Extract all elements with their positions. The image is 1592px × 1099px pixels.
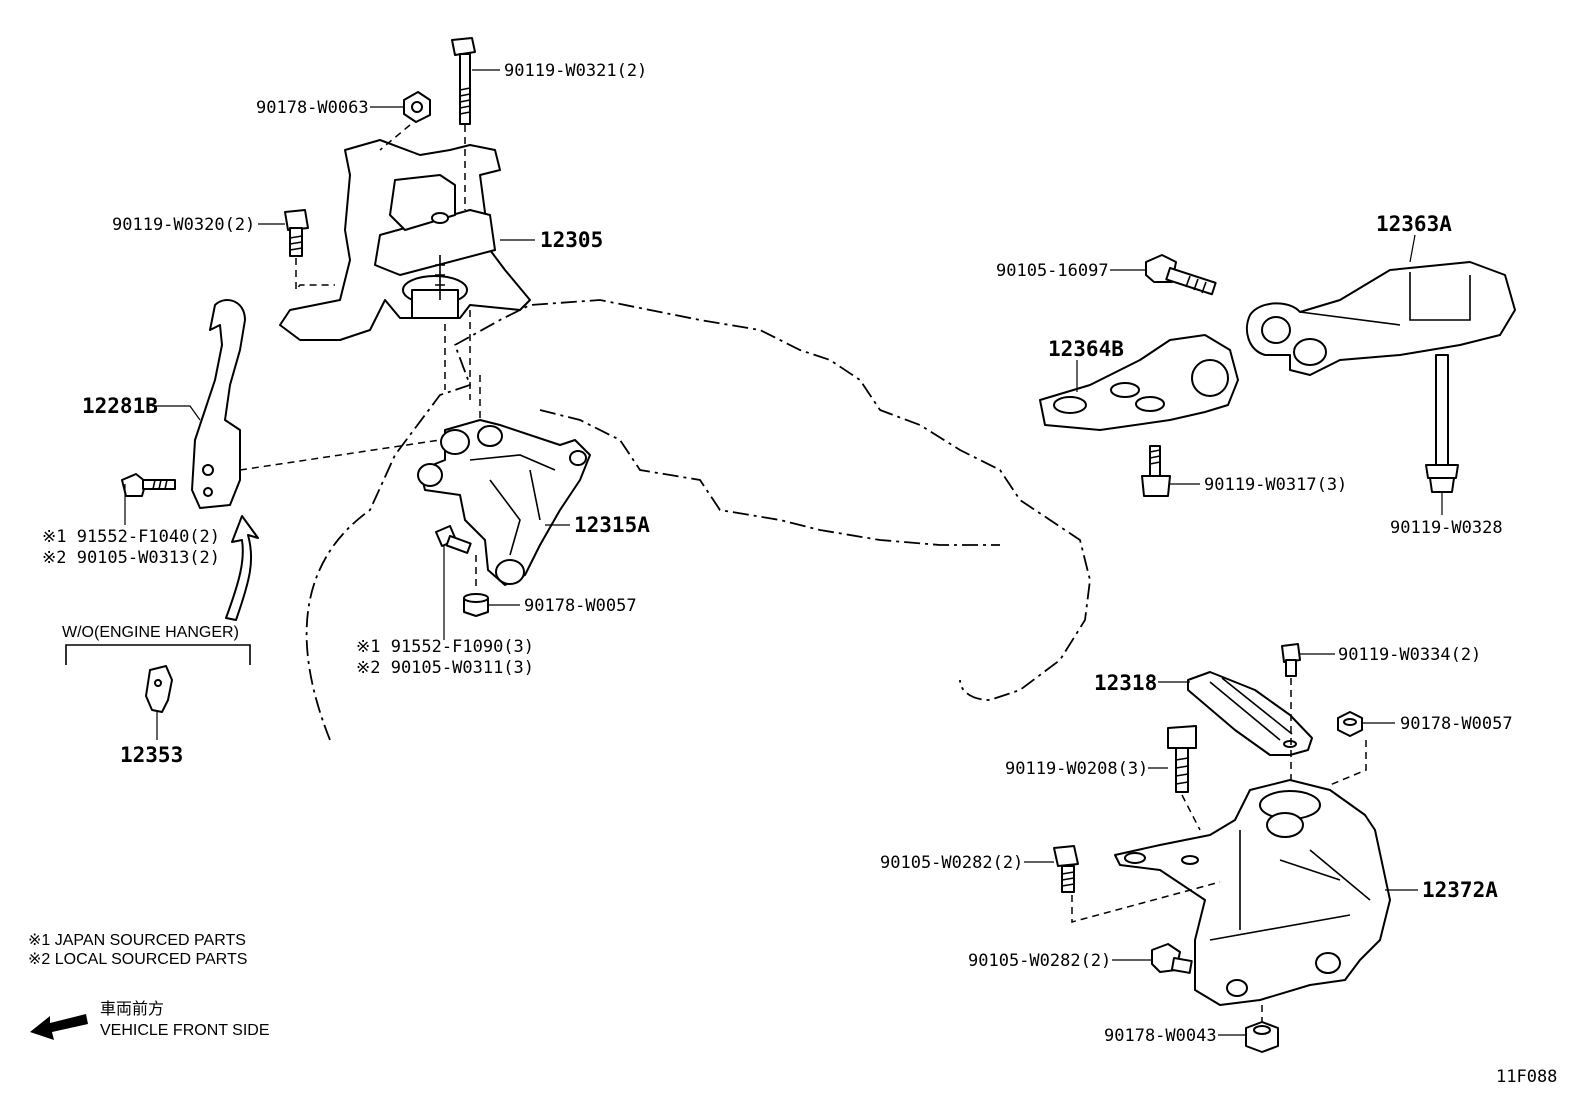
label-w0317: 90119-W0317(3) (1204, 475, 1347, 495)
bolt-f1040[interactable] (121, 473, 176, 497)
bolt-w0334[interactable] (1281, 643, 1301, 677)
bolt-w0282a[interactable] (1053, 845, 1079, 893)
label-w0320: 90119-W0320(2) (112, 215, 255, 235)
label-w0313: ※2 90105-W0313(2) (42, 548, 220, 568)
bolt-f1090[interactable] (435, 525, 472, 554)
mount-12305[interactable] (279, 139, 531, 341)
label-w0334: 90119-W0334(2) (1338, 645, 1481, 665)
label-16097: 90105-16097 (996, 261, 1109, 281)
front-arrow-icon (30, 1014, 88, 1040)
part-12353[interactable] (145, 665, 173, 713)
label-w0057b: 90178-W0057 (1400, 714, 1513, 734)
hanger-12281B[interactable] (191, 299, 246, 509)
bracket-12315A[interactable] (417, 419, 591, 586)
label-w0057a: 90178-W0057 (524, 596, 637, 616)
nut-w0043[interactable] (1245, 1021, 1279, 1053)
nut-w0063[interactable] (403, 91, 431, 123)
label-f1040: ※1 91552-F1040(2) (42, 527, 220, 547)
bolt-w0321[interactable] (451, 37, 476, 125)
bolt-w0282b[interactable] (1151, 943, 1193, 974)
legend-local: ※2 LOCAL SOURCED PARTS (28, 951, 247, 968)
direction-jp: 車両前方 (100, 1000, 164, 1018)
label-12318: 12318 (1094, 671, 1157, 695)
bolt-w0208[interactable] (1167, 725, 1197, 793)
bolt-w0317[interactable] (1141, 445, 1171, 497)
label-w0282b: 90105-W0282(2) (968, 951, 1111, 971)
label-w0063: 90178-W0063 (256, 98, 369, 118)
bracket-12364B[interactable] (1039, 334, 1239, 431)
label-12353: 12353 (120, 743, 183, 767)
label-w0282a: 90105-W0282(2) (880, 853, 1023, 873)
nut-w0057a[interactable] (463, 593, 489, 617)
figure-id: 11F088 (1496, 1067, 1557, 1087)
nut-w0057b[interactable] (1337, 711, 1363, 737)
label-variant: W/O(ENGINE HANGER) (62, 624, 239, 641)
direction-en: VEHICLE FRONT SIDE (100, 1022, 270, 1039)
variant-bracket (65, 644, 251, 665)
label-12364B: 12364B (1048, 337, 1124, 361)
label-12281B: 12281B (82, 394, 158, 418)
engine-outline (305, 299, 1091, 741)
variant-arrow (225, 515, 259, 621)
label-w0311: ※2 90105-W0311(3) (356, 658, 534, 678)
label-w0328: 90119-W0328 (1390, 518, 1503, 538)
engine-outline-inner (539, 409, 1000, 546)
label-12315A: 12315A (574, 513, 650, 537)
plate-12318[interactable] (1187, 671, 1313, 756)
rod-12363A[interactable] (1246, 261, 1516, 376)
bolt-16097[interactable] (1145, 254, 1217, 296)
label-f1090: ※1 91552-F1090(3) (356, 637, 534, 657)
label-w0043: 90178-W0043 (1104, 1026, 1217, 1046)
label-w0321: 90119-W0321(2) (504, 61, 647, 81)
leader-lines (124, 69, 1443, 1036)
mount-12372A[interactable] (1114, 779, 1391, 1006)
bolt-w0320[interactable] (284, 209, 309, 257)
bolt-w0328[interactable] (1425, 354, 1459, 493)
label-w0208: 90119-W0208(3) (1005, 759, 1148, 779)
label-12305: 12305 (540, 228, 603, 252)
label-12372A: 12372A (1422, 878, 1498, 902)
label-12363A: 12363A (1376, 212, 1452, 236)
legend-japan: ※1 JAPAN SOURCED PARTS (28, 932, 246, 949)
